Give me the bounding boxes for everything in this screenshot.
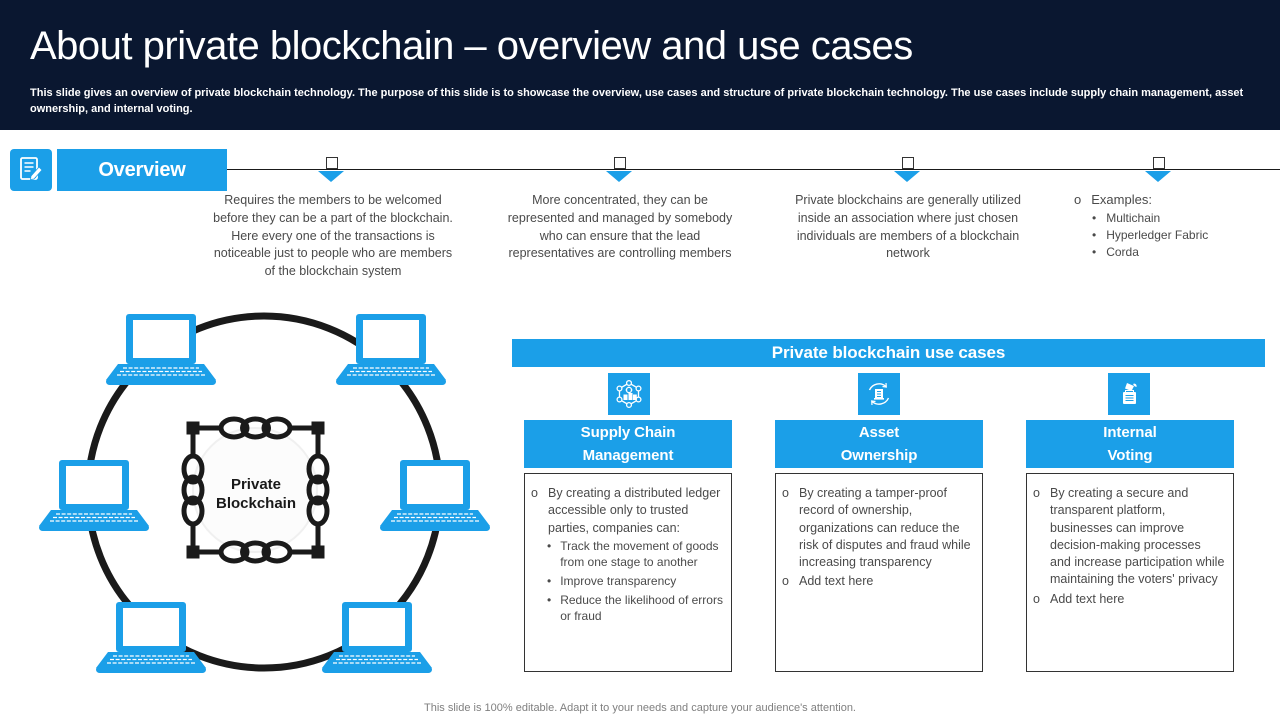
blockchain-network-diagram: Private Blockchain — [38, 312, 491, 674]
supply-chain-network-icon — [608, 373, 650, 415]
timeline-marker — [326, 157, 338, 169]
timeline-point-2: More concentrated, they can be represent… — [507, 193, 733, 261]
example-item: •Hyperledger Fabric — [1092, 227, 1209, 242]
laptop-icon — [38, 459, 150, 532]
example-item: •Multichain — [1092, 211, 1161, 225]
timeline-marker — [902, 157, 914, 169]
timeline-point-examples: o Examples: •Multichain •Hyperledger Fab… — [1074, 192, 1274, 260]
document-edit-icon — [10, 149, 52, 191]
timeline-point-1: Requires the members to be welcomed befo… — [213, 193, 453, 278]
laptop-icon — [335, 313, 447, 386]
usecases-banner: Private blockchain use cases — [512, 339, 1265, 367]
timeline-marker — [614, 157, 626, 169]
laptop-icon — [95, 601, 207, 674]
diagram-center-label: Blockchain — [216, 495, 296, 512]
chain-links — [181, 416, 330, 564]
arrow-down-icon — [606, 171, 632, 182]
arrow-down-icon — [1145, 171, 1171, 182]
sub-bullet: •Reduce the likelihood of errors or frau… — [547, 592, 723, 623]
page-title: About private blockchain – overview and … — [30, 24, 913, 68]
overview-label: Overview — [57, 149, 227, 191]
footer-note: This slide is 100% editable. Adapt it to… — [424, 702, 856, 714]
usecase-header-supply-chain: Supply Chain Management — [524, 420, 732, 468]
usecase-header-asset-ownership: Asset Ownership — [775, 420, 983, 468]
timeline-point-3: Private blockchains are generally utiliz… — [795, 193, 1021, 261]
arrow-down-icon — [318, 171, 344, 182]
asset-ownership-icon — [858, 373, 900, 415]
usecase-header-internal-voting: Internal Voting — [1026, 420, 1234, 468]
examples-heading: Examples: — [1091, 192, 1152, 207]
arrow-down-icon — [894, 171, 920, 182]
header-bar: About private blockchain – overview and … — [0, 0, 1280, 130]
internal-voting-icon — [1108, 373, 1150, 415]
laptop-icon — [379, 459, 491, 532]
chain-square — [186, 421, 325, 559]
sub-bullet: •Improve transparency — [547, 573, 677, 588]
timeline-marker — [1153, 157, 1165, 169]
laptop-icon — [321, 601, 433, 674]
page-subtitle: This slide gives an overview of private … — [30, 87, 1244, 115]
sub-bullet: •Track the movement of goods from one st… — [547, 538, 719, 569]
example-item: •Corda — [1092, 244, 1139, 259]
timeline-line — [227, 169, 1280, 170]
diagram-center-label: Private — [231, 476, 281, 493]
circle-bullet: o — [1074, 192, 1082, 207]
